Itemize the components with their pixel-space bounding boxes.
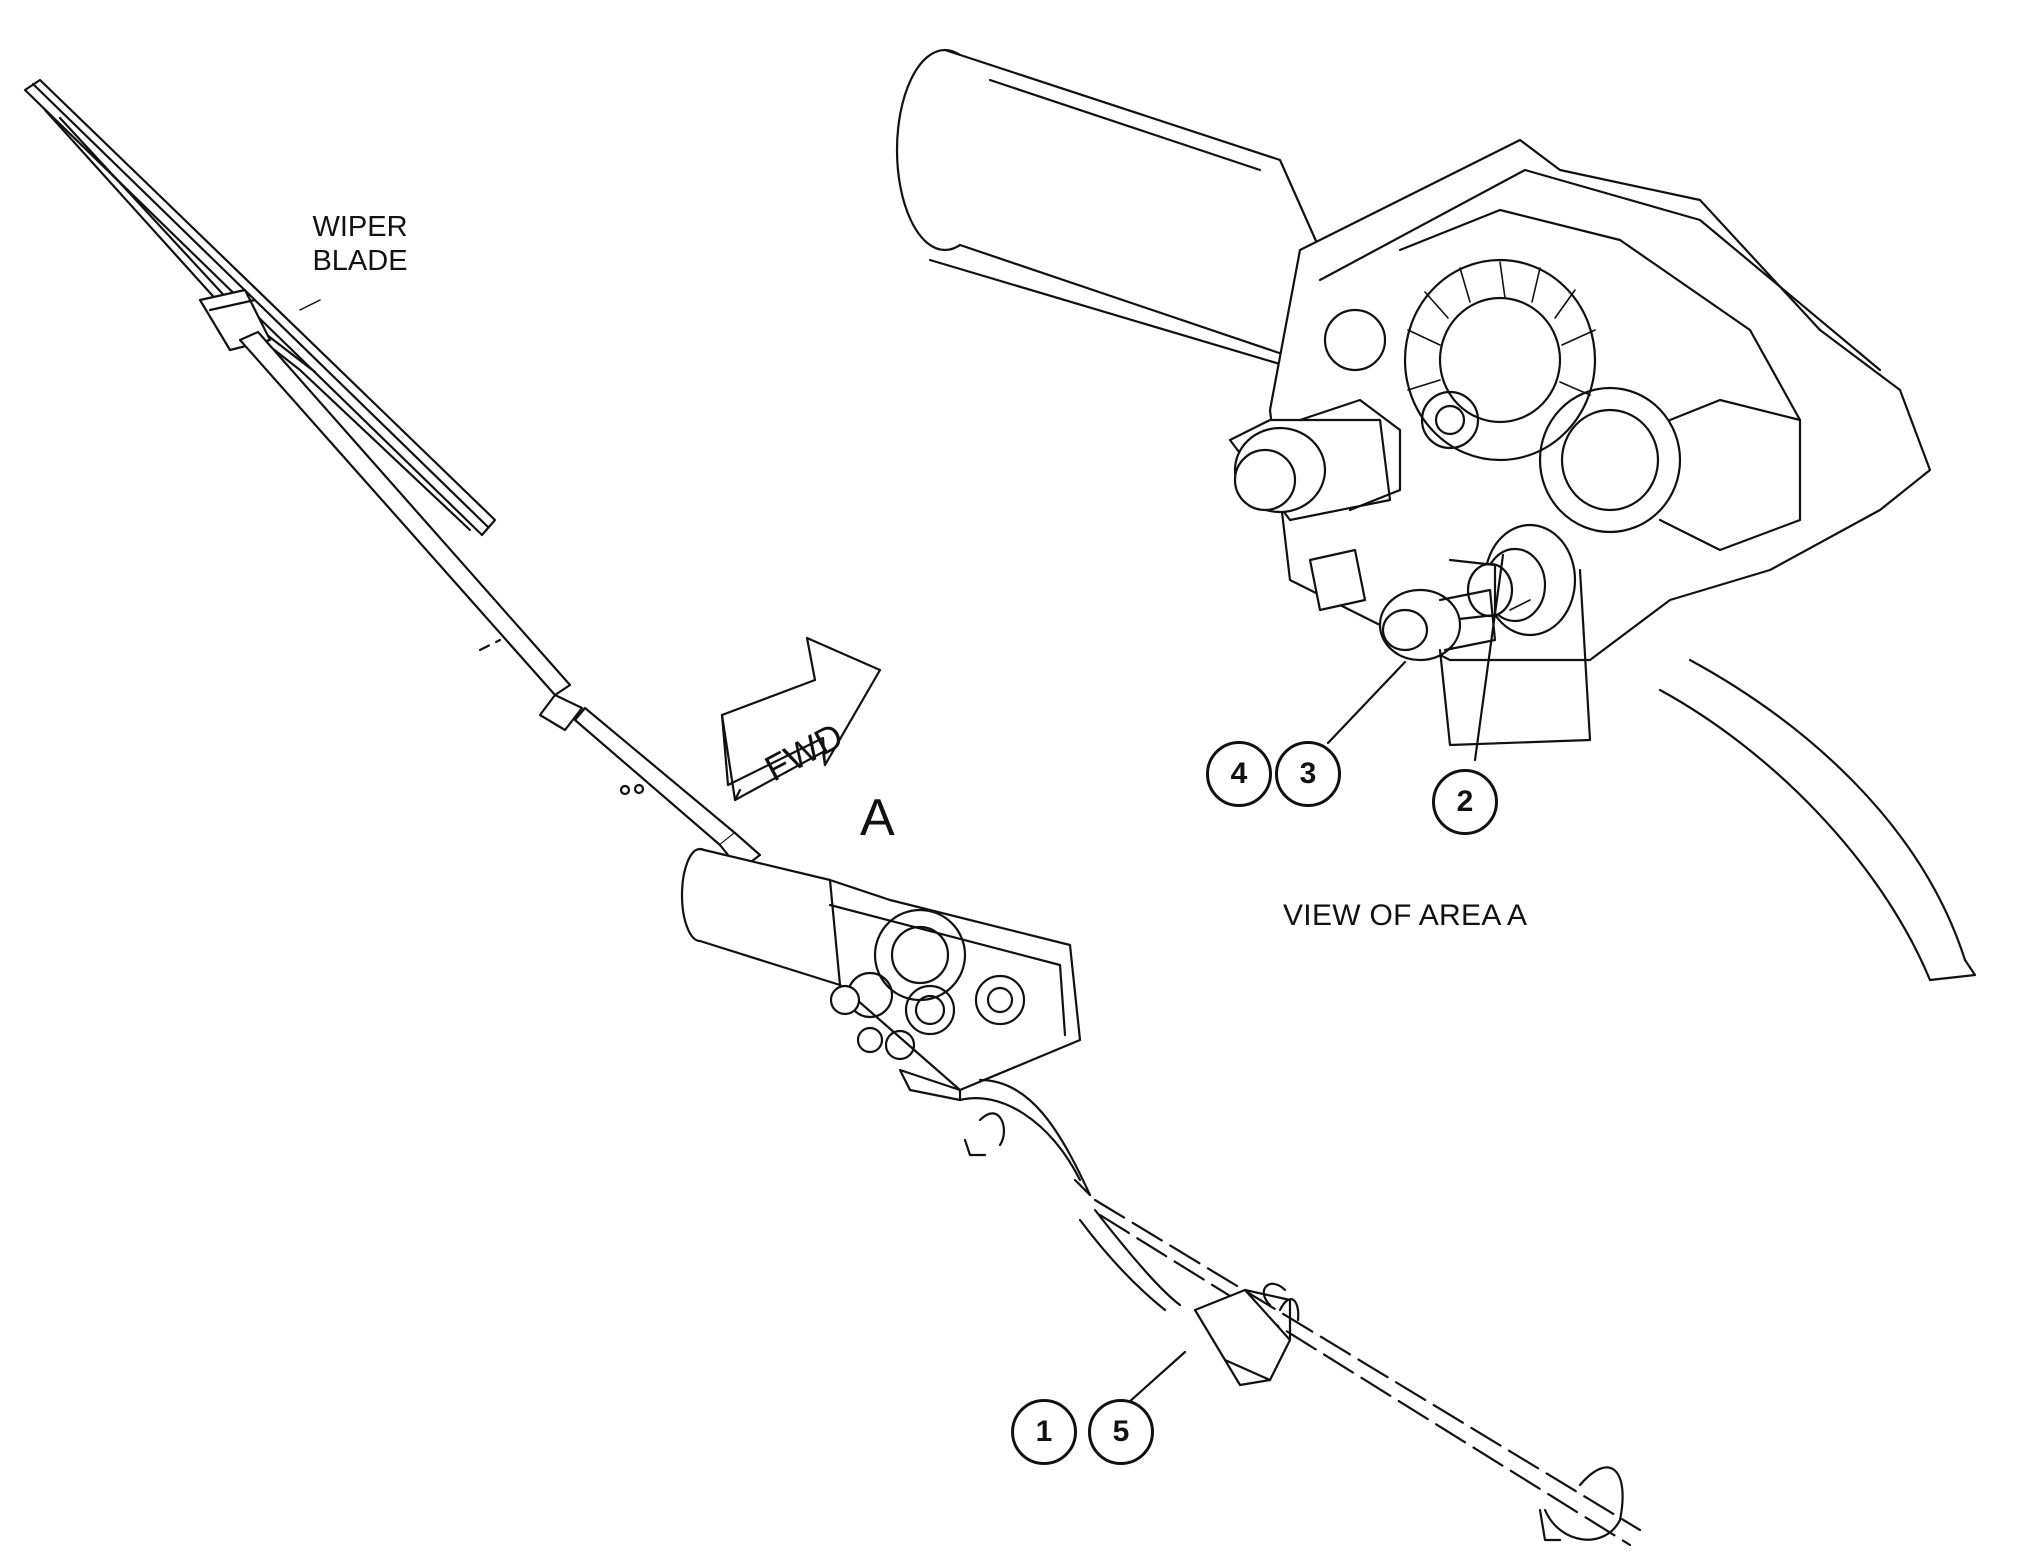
wiper-blade: [23, 78, 497, 537]
connector: [1193, 1288, 1292, 1387]
callout-3: 3: [1275, 741, 1341, 807]
area-a-marker: A: [860, 789, 895, 847]
wiper-motor-detail: [895, 48, 1977, 982]
callout-1: 1: [1011, 1399, 1077, 1465]
wiper-blade-label: WIPER BLADE: [300, 210, 420, 278]
wiper-arm: [238, 330, 762, 872]
view-link-markers: [1509, 599, 1531, 611]
callout-5: 5: [1088, 1399, 1154, 1465]
callout-4: 4: [1206, 741, 1272, 807]
callout-2: 2: [1432, 769, 1498, 835]
wiper-blade-label-line2: BLADE: [312, 245, 408, 277]
wiper-motor-small: [680, 847, 1092, 1197]
harness-cable: [963, 1112, 1642, 1547]
leader-lines: [1126, 553, 1505, 1405]
view-of-area-label: VIEW OF AREA A: [1283, 899, 1528, 932]
wiper-blade-label-line1: WIPER: [312, 211, 408, 243]
fwd-arrow: FWD: [720, 636, 882, 802]
